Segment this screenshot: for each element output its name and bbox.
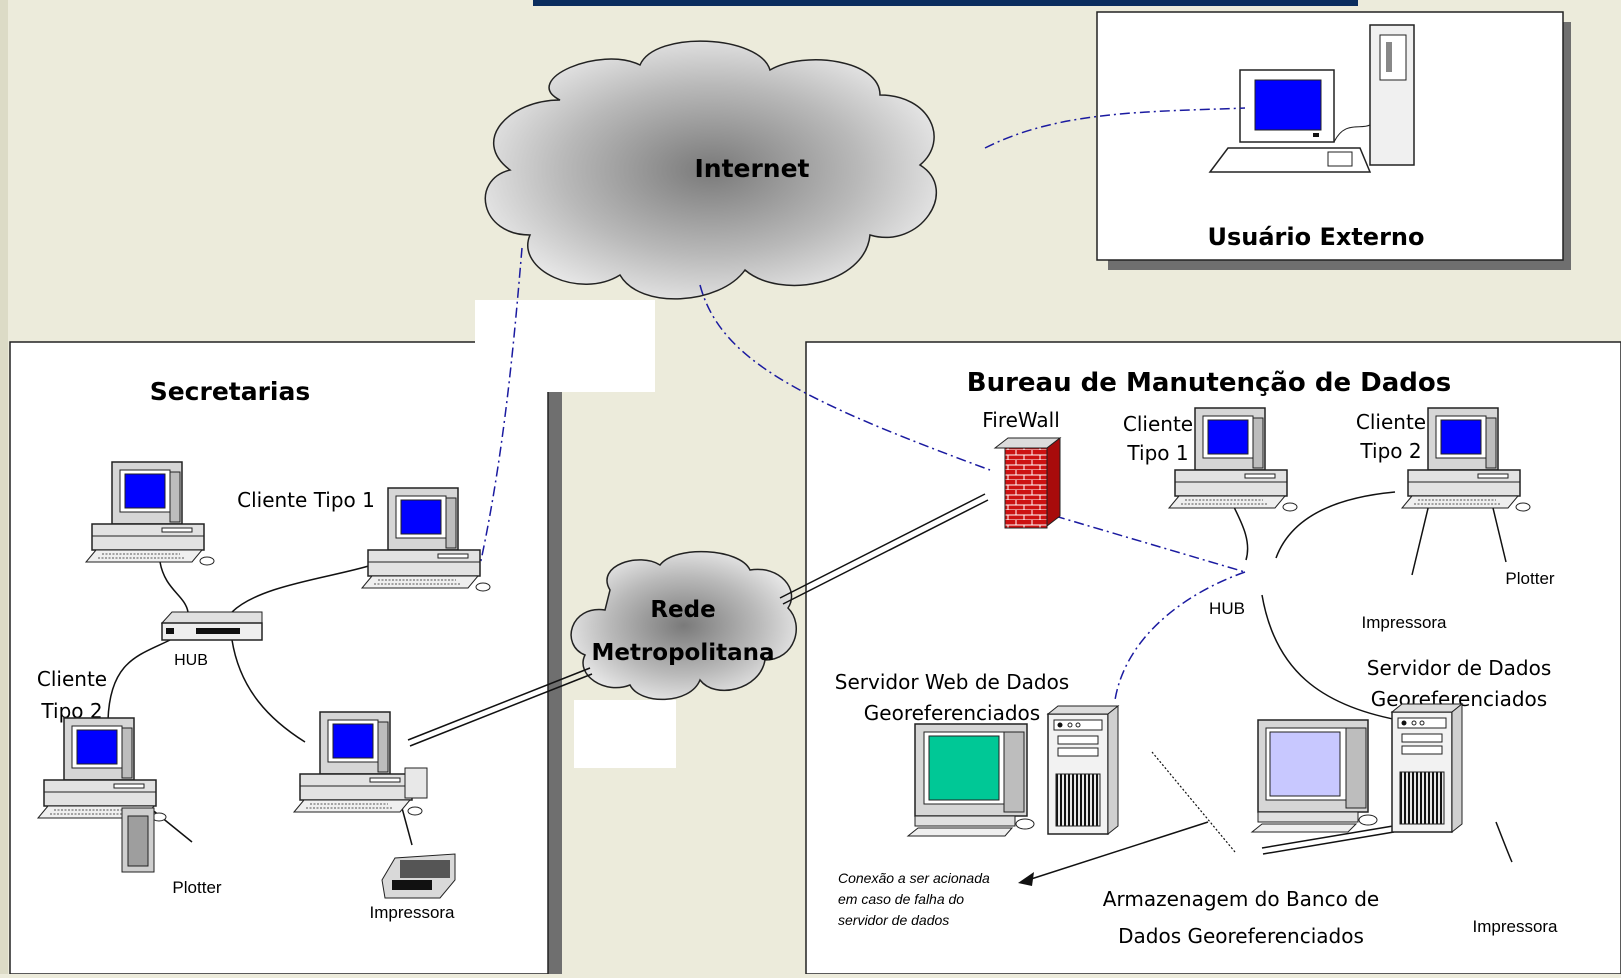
firewall-label: FireWall: [982, 408, 1060, 432]
storage-label-line2: Dados Georeferenciados: [1118, 924, 1364, 948]
metro-cloud: Rede Metropolitana: [570, 550, 797, 701]
failover-note-line1: Conexão a ser acionada: [838, 870, 990, 886]
secretarias-client-type1-workstation: [361, 487, 491, 592]
internet-label: Internet: [694, 154, 809, 183]
web-server-monitor: [906, 723, 1035, 837]
internet-cloud: Internet: [484, 40, 938, 300]
storage-label-line1: Armazenagem do Banco de: [1103, 887, 1379, 911]
secretarias-printer: [381, 853, 456, 899]
metro-label-line2: Metropolitana: [591, 640, 774, 666]
web-server-tower: [1047, 705, 1119, 835]
secretarias-plotter-label: Plotter: [172, 878, 221, 897]
link-hub-webserver: [1114, 571, 1246, 701]
external-user-panel: Usuário Externo: [1096, 11, 1571, 270]
wan-storage-link: [1261, 825, 1395, 855]
link-failover-dotted: [1151, 751, 1236, 853]
wan-metro-firewall: [779, 493, 989, 605]
secretarias-client-type2-workstation: [37, 717, 167, 822]
link-internet-secretarias: [479, 247, 523, 566]
secretarias-center-workstation: [293, 711, 428, 816]
metro-label-line1: Rede: [650, 597, 715, 623]
bureau-title: Bureau de Manutenção de Dados: [967, 368, 1451, 398]
bureau-hub-label: HUB: [1209, 599, 1245, 618]
external-user-title: Usuário Externo: [1208, 223, 1425, 251]
firewall-icon: [993, 436, 1062, 529]
left-edge-strip: [0, 0, 8, 974]
wan-secretarias-metro: [407, 667, 593, 747]
data-server-monitor: [1250, 719, 1378, 833]
secretarias-title: Secretarias: [150, 377, 311, 406]
white-block-top: [475, 300, 655, 392]
secretarias-panel: Secretarias: [9, 341, 562, 975]
bureau-client-type2-label-line2: Tipo 2: [1359, 439, 1421, 463]
link-internet-external: [984, 107, 1246, 149]
bureau-client-type1-label-line2: Tipo 1: [1126, 441, 1188, 465]
secretarias-client-type1-label: Cliente Tipo 1: [237, 488, 375, 512]
data-server-label-line1: Servidor de Dados: [1367, 656, 1552, 680]
failover-note-line2: em caso de falha do: [838, 891, 964, 907]
bureau-client-type1-label-line1: Cliente: [1123, 412, 1193, 436]
secretarias-plotter: [121, 807, 155, 873]
secretarias-printer-label: Impressora: [369, 903, 455, 922]
secretarias-workstation-left: [85, 461, 215, 566]
bureau-plotter-label: Plotter: [1505, 569, 1554, 588]
data-server-tower: [1391, 703, 1463, 833]
bureau-client-type2-label-line1: Cliente: [1356, 410, 1426, 434]
external-tower: [1369, 24, 1415, 166]
failover-note-line3: servidor de dados: [838, 912, 949, 928]
secretarias-client-type2-label-line1: Cliente: [37, 667, 107, 691]
connections: [107, 107, 1513, 886]
bureau-client-type1-workstation: [1168, 407, 1298, 512]
web-server-label-line1: Servidor Web de Dados: [835, 670, 1069, 694]
external-monitor: [1208, 69, 1372, 173]
bureau-printer-label-top: Impressora: [1361, 613, 1447, 632]
bureau-printer-label-bottom: Impressora: [1472, 917, 1558, 936]
white-block-bottom: [574, 700, 676, 768]
header-bar: [533, 0, 1358, 6]
bureau-client-type2-workstation: [1401, 407, 1531, 512]
link-internet-firewall: [699, 284, 991, 471]
web-server-label-line2: Georeferenciados: [864, 701, 1040, 725]
failover-arrow: [1027, 821, 1209, 881]
secretarias-hub: [160, 611, 263, 641]
link-firewall-hub: [1054, 515, 1246, 573]
secretarias-hub-label: HUB: [174, 652, 208, 669]
